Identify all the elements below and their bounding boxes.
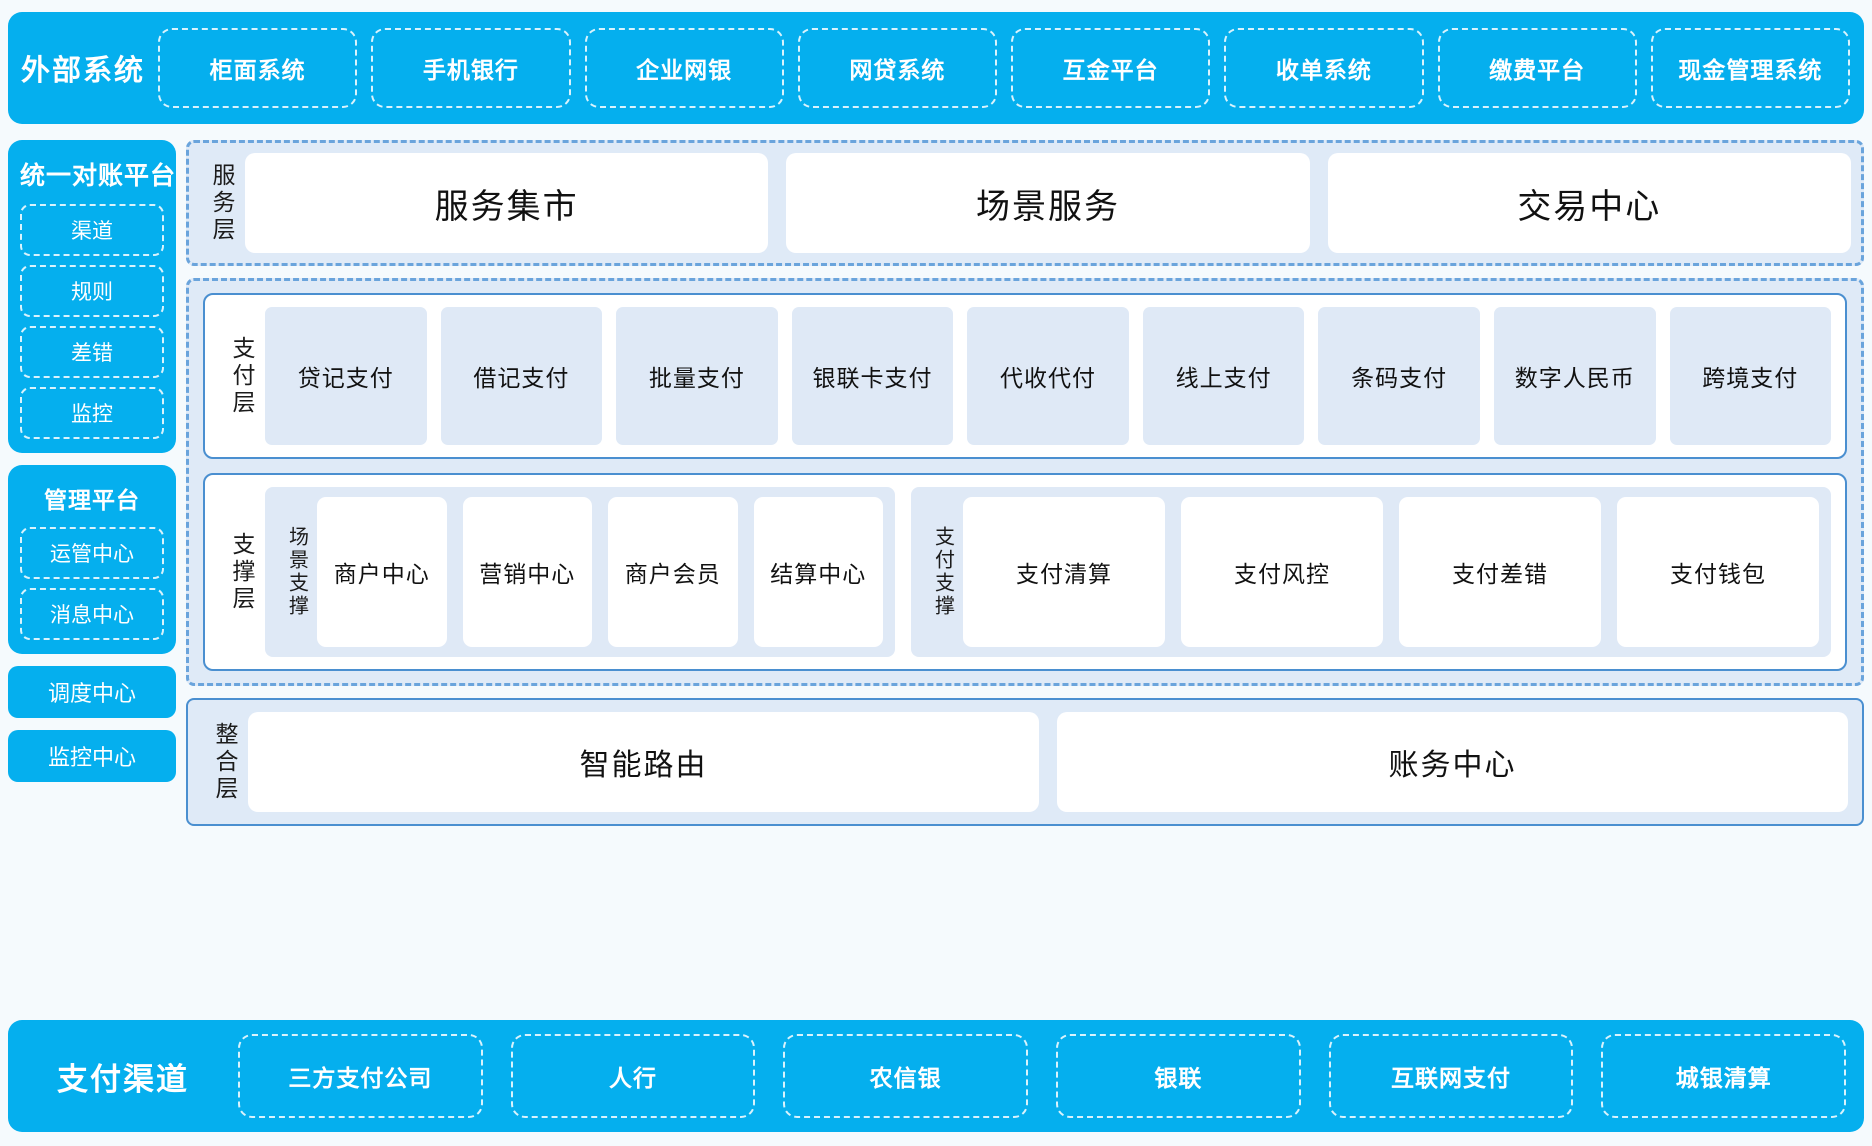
integration-layer-panel: 整合层 智能路由 账务中心 [186,698,1864,826]
scene-support-cards: 商户中心 营销中心 商户会员 结算中心 [317,497,883,647]
payment-channel-item[interactable]: 城银清算 [1601,1034,1847,1118]
external-system-item[interactable]: 收单系统 [1224,28,1424,108]
payment-card-debit[interactable]: 借记支付 [440,307,603,445]
external-system-item[interactable]: 互金平台 [1011,28,1211,108]
support-layer-panel: 支撑层 场景支撑 商户中心 营销中心 商户会员 结算中心 [203,473,1847,671]
payment-support-cards: 支付清算 支付风控 支付差错 支付钱包 [963,497,1819,647]
service-layer-cards: 服务集市 场景服务 交易中心 [245,153,1851,253]
payment-card-cross-border[interactable]: 跨境支付 [1669,307,1832,445]
payment-channel-item[interactable]: 三方支付公司 [238,1034,483,1118]
service-layer-label: 服务层 [209,162,235,244]
management-platform-card[interactable]: 管理平台 运管中心 消息中心 [8,465,176,654]
service-card-scenario[interactable]: 场景服务 [786,153,1310,253]
scene-card-merchant-center[interactable]: 商户中心 [317,497,447,647]
recon-item-channel[interactable]: 渠道 [20,204,164,256]
service-layer-section: 服务层 服务集市 场景服务 交易中心 [186,140,1864,266]
support-layer-label: 支撑层 [229,531,255,613]
scheduling-center-card[interactable]: 调度中心 [8,666,176,718]
external-system-item[interactable]: 缴费平台 [1437,28,1637,108]
pay-support-card-clearing[interactable]: 支付清算 [963,497,1165,647]
manage-item-message-center[interactable]: 消息中心 [20,588,164,640]
external-system-item[interactable]: 现金管理系统 [1650,28,1850,108]
left-platform-column: 统一对账平台 渠道 规则 差错 监控 管理平台 运管中心 消息中心 调度中心 监… [8,140,176,794]
scene-card-settlement-center[interactable]: 结算中心 [753,497,883,647]
payment-card-collection-payment[interactable]: 代收代付 [967,307,1129,445]
external-system-item[interactable]: 手机银行 [371,28,571,108]
scene-card-marketing-center[interactable]: 营销中心 [462,497,592,647]
scene-card-merchant-member[interactable]: 商户会员 [608,497,738,647]
integration-layer-label: 整合层 [212,721,238,803]
payment-channels-items: 三方支付公司 人行 农信银 银联 互联网支付 城银清算 [238,1034,1847,1118]
service-card-marketplace[interactable]: 服务集市 [245,153,769,253]
payment-layer-panel: 支付层 贷记支付 借记支付 批量支付 银联卡支付 代收代付 线上支付 条码支付 … [203,293,1847,459]
integration-card-smart-routing[interactable]: 智能路由 [248,712,1039,812]
integration-card-accounting-center[interactable]: 账务中心 [1057,712,1848,812]
recon-item-rule[interactable]: 规则 [20,265,164,317]
unified-reconciliation-platform-card[interactable]: 统一对账平台 渠道 规则 差错 监控 [8,140,176,453]
recon-item-error[interactable]: 差错 [20,326,164,378]
integration-layer-cards: 智能路由 账务中心 [248,712,1848,812]
payment-card-online[interactable]: 线上支付 [1142,307,1305,445]
unified-reconciliation-platform-title: 统一对账平台 [20,162,177,190]
payment-channel-item[interactable]: 互联网支付 [1328,1034,1574,1118]
payment-support-group: 支付支撑 支付清算 支付风控 支付差错 支付钱包 [911,487,1831,657]
payment-channel-item[interactable]: 银联 [1056,1034,1301,1118]
external-systems-title: 外部系统 [20,55,145,87]
manage-item-operations-center[interactable]: 运管中心 [20,527,164,579]
payment-channels-bar: 支付渠道 三方支付公司 人行 农信银 银联 互联网支付 城银清算 [8,1020,1864,1132]
external-system-item[interactable]: 企业网银 [584,28,784,108]
external-systems-items: 柜面系统 手机银行 企业网银 网贷系统 互金平台 收单系统 缴费平台 现金管理系… [158,28,1850,108]
payment-card-unionpay[interactable]: 银联卡支付 [791,307,954,445]
payment-channel-item[interactable]: 农信银 [783,1034,1029,1118]
payment-card-batch[interactable]: 批量支付 [616,307,778,445]
pay-support-card-error[interactable]: 支付差错 [1399,497,1601,647]
external-systems-bar: 外部系统 柜面系统 手机银行 企业网银 网贷系统 互金平台 收单系统 缴费平台 … [8,12,1864,124]
external-system-item[interactable]: 柜面系统 [158,28,358,108]
payment-layer-label: 支付层 [229,335,255,417]
management-platform-title: 管理平台 [44,487,140,513]
payment-card-barcode[interactable]: 条码支付 [1318,307,1480,445]
payment-card-credit[interactable]: 贷记支付 [265,307,427,445]
core-layers-section: 支付层 贷记支付 借记支付 批量支付 银联卡支付 代收代付 线上支付 条码支付 … [186,278,1864,686]
scene-support-label: 场景支撑 [285,526,308,618]
recon-item-monitor[interactable]: 监控 [20,387,164,439]
external-system-item[interactable]: 网贷系统 [797,28,997,108]
service-card-transaction-center[interactable]: 交易中心 [1327,153,1851,253]
platform-layers-column: 服务层 服务集市 场景服务 交易中心 支付层 贷记支付 借记支付 批量支付 银联… [186,140,1864,826]
monitoring-center-card[interactable]: 监控中心 [8,730,176,782]
scene-support-group: 场景支撑 商户中心 营销中心 商户会员 结算中心 [265,487,895,657]
payment-channels-title: 支付渠道 [57,1061,189,1097]
payment-support-label: 支付支撑 [931,526,954,618]
payment-card-digital-rmb[interactable]: 数字人民币 [1493,307,1656,445]
pay-support-card-risk-control[interactable]: 支付风控 [1181,497,1383,647]
payment-channel-item[interactable]: 人行 [510,1034,756,1118]
support-layer-groups: 场景支撑 商户中心 营销中心 商户会员 结算中心 支付支撑 支付清算 [265,487,1831,657]
payment-layer-cards: 贷记支付 借记支付 批量支付 银联卡支付 代收代付 线上支付 条码支付 数字人民… [265,307,1832,445]
pay-support-card-wallet[interactable]: 支付钱包 [1617,497,1819,647]
